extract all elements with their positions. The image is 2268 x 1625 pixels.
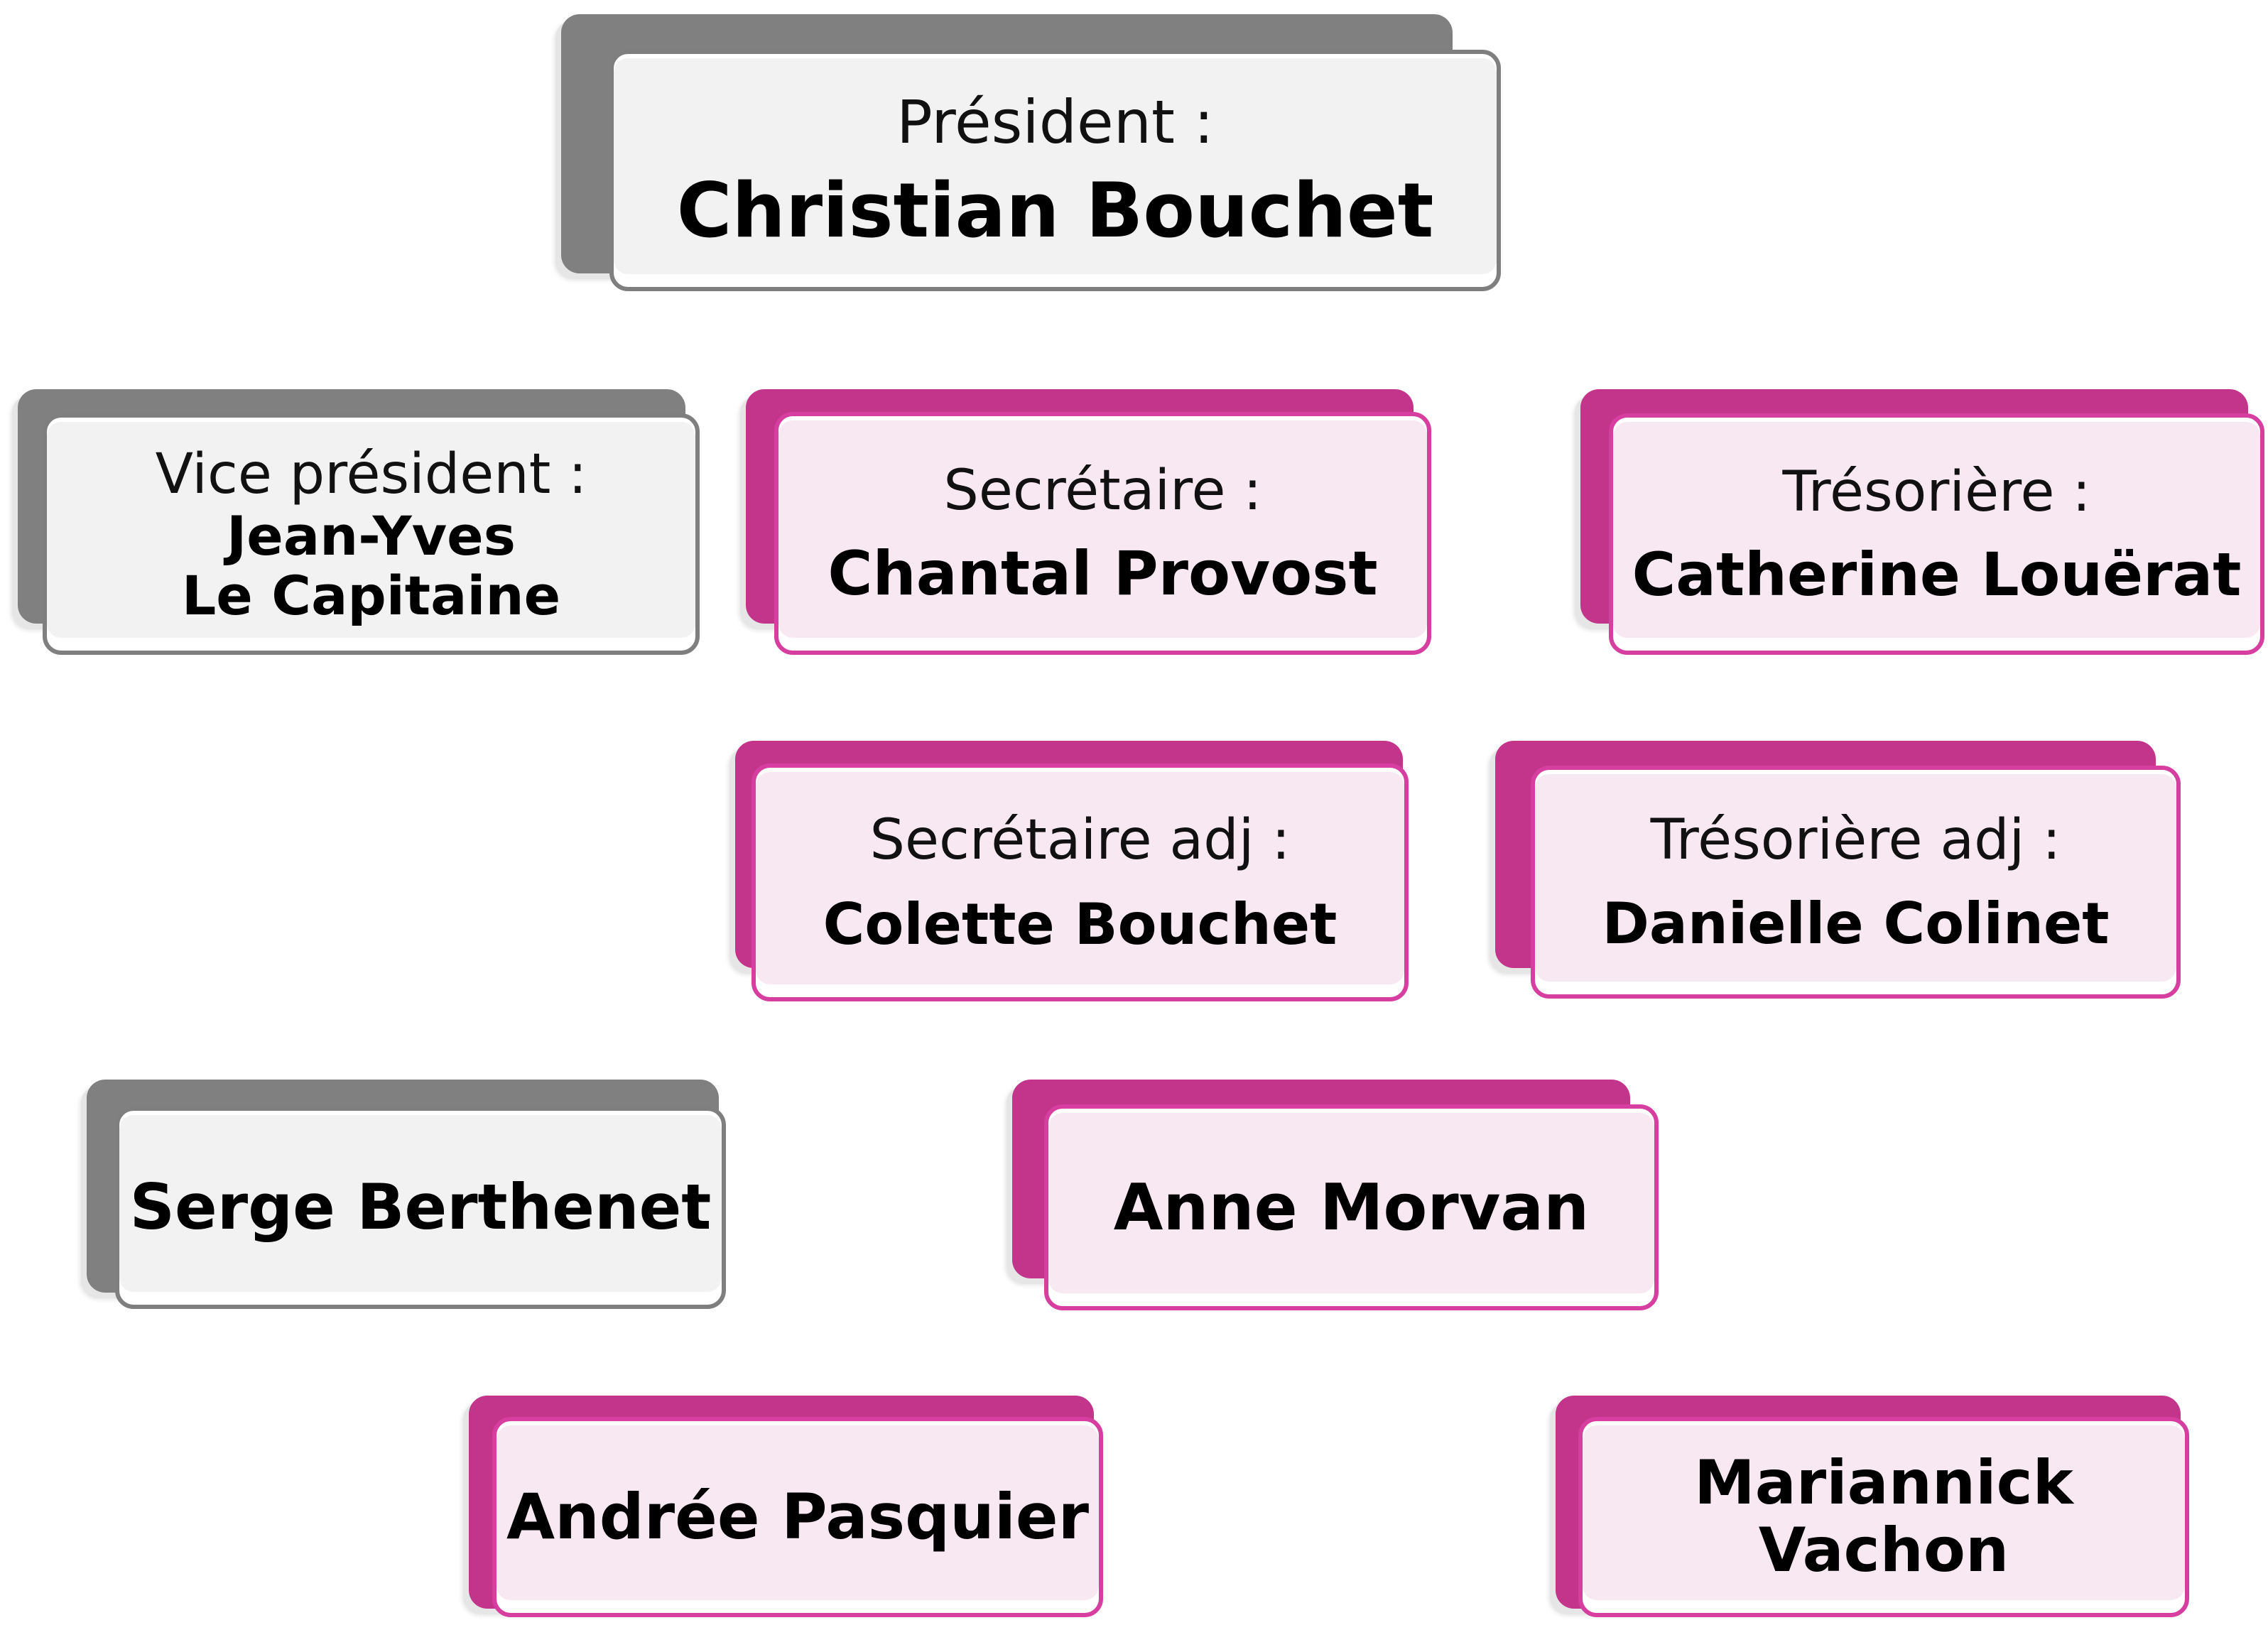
secretaire-adj-card-front: Secrétaire adj : Colette Bouchet (752, 763, 1409, 1001)
member-mariannick-name-line1: Mariannick (1694, 1447, 2073, 1519)
member-andree-card-front: Andrée Pasquier (492, 1417, 1103, 1617)
president-card-front: Président : Christian Bouchet (609, 50, 1501, 291)
secretaire-name: Chantal Provost (828, 538, 1378, 609)
tresoriere-adj-name: Danielle Colinet (1602, 890, 2110, 957)
tresoriere-card-front: Trésorière : Catherine Louërat (1609, 413, 2264, 655)
secretaire-adj-role: Secrétaire adj : (869, 808, 1291, 872)
secretaire-adj-name: Colette Bouchet (823, 891, 1338, 958)
president-role: Président : (896, 87, 1214, 158)
member-anne-name: Anne Morvan (1113, 1170, 1590, 1245)
secretaire-card-front: Secrétaire : Chantal Provost (774, 412, 1431, 655)
member-andree-name: Andrée Pasquier (506, 1479, 1089, 1553)
vice-president-name-line2: Le Capitaine (181, 563, 561, 627)
tresoriere-adj-role: Trésorière adj : (1650, 808, 2061, 873)
vice-president-card-front: Vice président : Jean-Yves Le Capitaine (43, 413, 700, 655)
tresoriere-name: Catherine Louërat (1632, 539, 2242, 609)
member-mariannick-card-front: Mariannick Vachon (1578, 1417, 2189, 1617)
member-serge-name: Serge Berthenet (129, 1170, 712, 1244)
president-name: Christian Bouchet (676, 167, 1434, 254)
member-serge-card-front: Serge Berthenet (115, 1107, 726, 1309)
member-anne-card-front: Anne Morvan (1044, 1104, 1659, 1310)
vice-president-name-line1: Jean-Yves (227, 504, 516, 568)
vice-president-role: Vice président : (155, 442, 587, 506)
tresoriere-role: Trésorière : (1782, 460, 2091, 524)
member-mariannick-name-line2: Vachon (1758, 1515, 2009, 1586)
tresoriere-adj-card-front: Trésorière adj : Danielle Colinet (1531, 766, 2181, 999)
secretaire-role: Secrétaire : (943, 458, 1262, 523)
